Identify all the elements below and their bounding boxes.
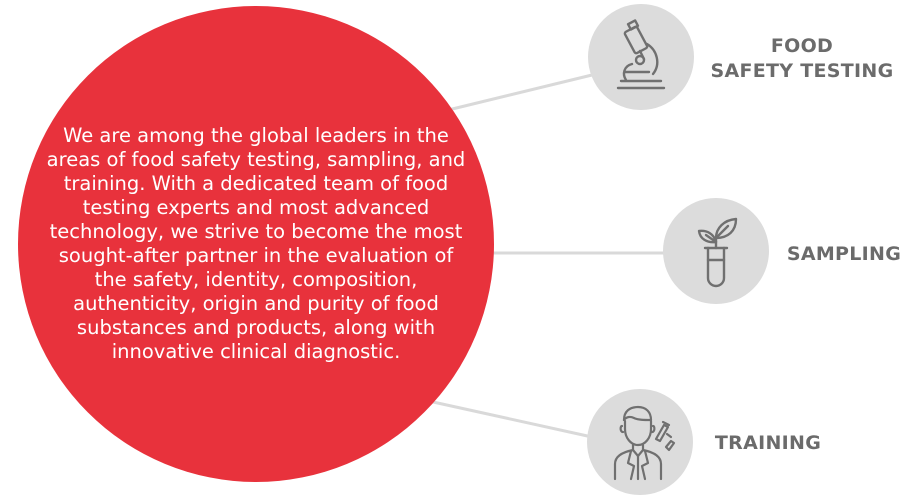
main-description-circle: We are among the global leaders in the a… [18,6,494,482]
food-safety-testing-icon-circle [588,4,694,110]
label-sampling: SAMPLING [786,243,902,265]
sampling-icon-circle [663,198,769,304]
main-description-text: We are among the global leaders in the a… [46,124,466,363]
label-training: TRAINING [714,432,822,454]
connector-food-safety-testing [439,73,593,114]
training-icon-circle [587,389,693,495]
connector-training [423,398,593,439]
test-tube-plant-icon [697,217,738,288]
label-food-safety-testing: FOOD SAFETY TESTING [710,35,894,82]
microscope-icon [616,19,666,90]
scientist-icon [613,405,676,481]
